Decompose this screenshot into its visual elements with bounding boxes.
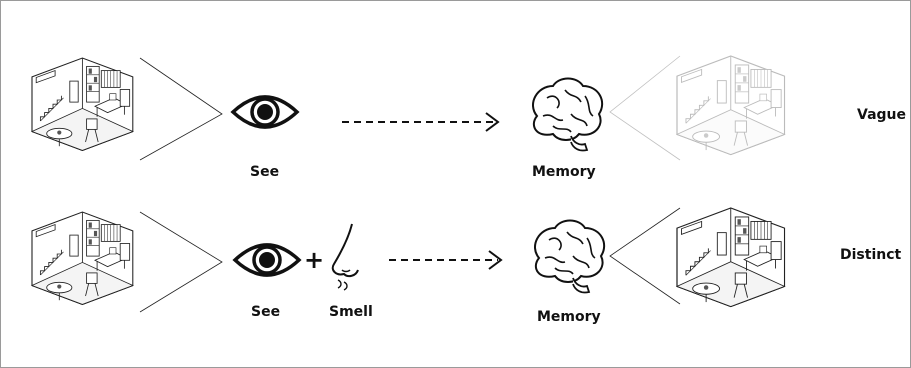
row2-dashed-arrow xyxy=(389,250,503,270)
row1-view-cone-left xyxy=(139,57,223,161)
row2-room-left xyxy=(31,211,134,305)
row2-eye-icon xyxy=(233,243,301,277)
row2-nose-icon xyxy=(331,223,359,291)
row2-view-cone-right xyxy=(609,207,681,305)
row1-result-label: Vague xyxy=(857,107,906,123)
plus-sign: + xyxy=(304,246,325,274)
row1-brain-icon xyxy=(531,77,604,152)
row1-room-left xyxy=(31,57,134,151)
row2-view-cone-left xyxy=(139,211,223,313)
row2-memory-label: Memory xyxy=(537,309,601,325)
row2-smell-label: Smell xyxy=(329,304,373,320)
row1-memory-label: Memory xyxy=(532,164,596,180)
row1-eye-icon xyxy=(231,95,299,129)
row1-see-label: See xyxy=(250,164,280,180)
row1-dashed-arrow xyxy=(342,112,500,132)
row2-room-right xyxy=(676,207,786,308)
row1-room-right-faded xyxy=(676,55,786,156)
row2-see-label: See xyxy=(251,304,281,320)
row2-brain-icon xyxy=(533,219,606,294)
row2-result-label: Distinct xyxy=(840,247,902,263)
row1-view-cone-right xyxy=(609,55,681,161)
